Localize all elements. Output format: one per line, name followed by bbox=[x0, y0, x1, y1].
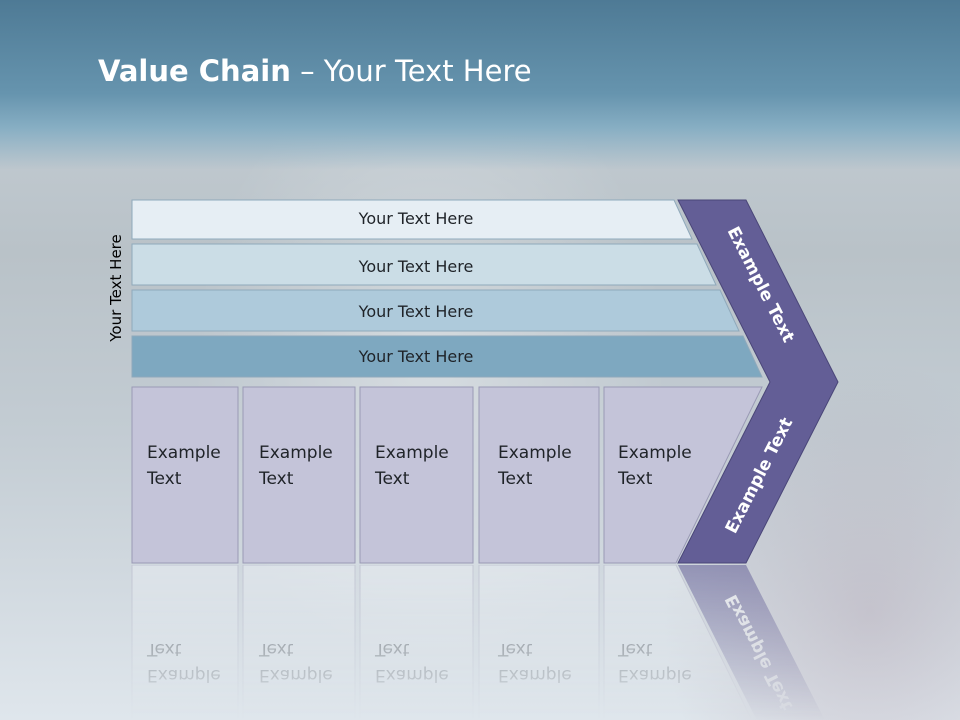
primary-column-2-line1: Example bbox=[259, 443, 333, 463]
support-bar-3-label: Your Text Here bbox=[358, 302, 474, 321]
primary-column-5 bbox=[603, 386, 763, 564]
slide-title-bold: Value Chain bbox=[98, 54, 291, 88]
primary-column-1 bbox=[131, 386, 239, 564]
support-bar-1-label: Your Text Here bbox=[358, 209, 474, 228]
primary-column-4-line1: Example bbox=[498, 443, 572, 463]
primary-column-3 bbox=[359, 386, 474, 564]
slide-title-rest: – Your Text Here bbox=[290, 54, 532, 88]
reflection-column-3-line1: Example bbox=[375, 665, 449, 685]
primary-column-2-line2: Text bbox=[258, 469, 294, 489]
reflection-column-5 bbox=[603, 564, 753, 720]
reflection-column-2 bbox=[242, 564, 356, 720]
support-bar-2-label: Your Text Here bbox=[358, 257, 474, 276]
primary-columns: Example Text Example Text Example Text E… bbox=[131, 386, 763, 564]
primary-column-3-line1: Example bbox=[375, 443, 449, 463]
header-band bbox=[0, 0, 960, 170]
reflection-column-1 bbox=[131, 564, 239, 720]
support-bar-2 bbox=[131, 243, 717, 286]
primary-column-1-line2: Text bbox=[146, 469, 182, 489]
reflection-column-4-line2: Text bbox=[497, 639, 533, 659]
reflection-column-2-line1: Example bbox=[259, 665, 333, 685]
primary-column-5-line1: Example bbox=[618, 443, 692, 463]
reflection-column-3 bbox=[359, 564, 474, 720]
chevron-shape bbox=[677, 199, 839, 564]
slide-title: Value Chain – Your Text Here bbox=[98, 54, 532, 88]
primary-column-3-line2: Text bbox=[374, 469, 410, 489]
primary-column-4-line2: Text bbox=[497, 469, 533, 489]
reflection-column-1-line2: Text bbox=[146, 639, 182, 659]
reflection-column-1-line1: Example bbox=[147, 665, 221, 685]
support-bar-4 bbox=[131, 335, 763, 378]
reflection-column-4 bbox=[478, 564, 600, 720]
reflection-column-5-line2: Text bbox=[617, 639, 653, 659]
reflection-column-2-line2: Text bbox=[258, 639, 294, 659]
support-bars: Your Text Here Your Text Here Your Text … bbox=[131, 199, 763, 378]
reflection-column-3-line2: Text bbox=[374, 639, 410, 659]
primary-column-4 bbox=[478, 386, 600, 564]
support-bar-4-label: Your Text Here bbox=[358, 347, 474, 366]
support-bar-1 bbox=[131, 199, 693, 240]
reflection-chevron bbox=[678, 565, 825, 720]
reflection-column-4-line1: Example bbox=[498, 665, 572, 685]
primary-column-1-line1: Example bbox=[147, 443, 221, 463]
primary-column-2 bbox=[242, 386, 356, 564]
primary-column-5-line2: Text bbox=[617, 469, 653, 489]
diagram-reflection: Example Text Example Text Example Text E… bbox=[131, 564, 825, 720]
support-bar-3 bbox=[131, 289, 740, 332]
reflection-column-5-line1: Example bbox=[618, 665, 692, 685]
